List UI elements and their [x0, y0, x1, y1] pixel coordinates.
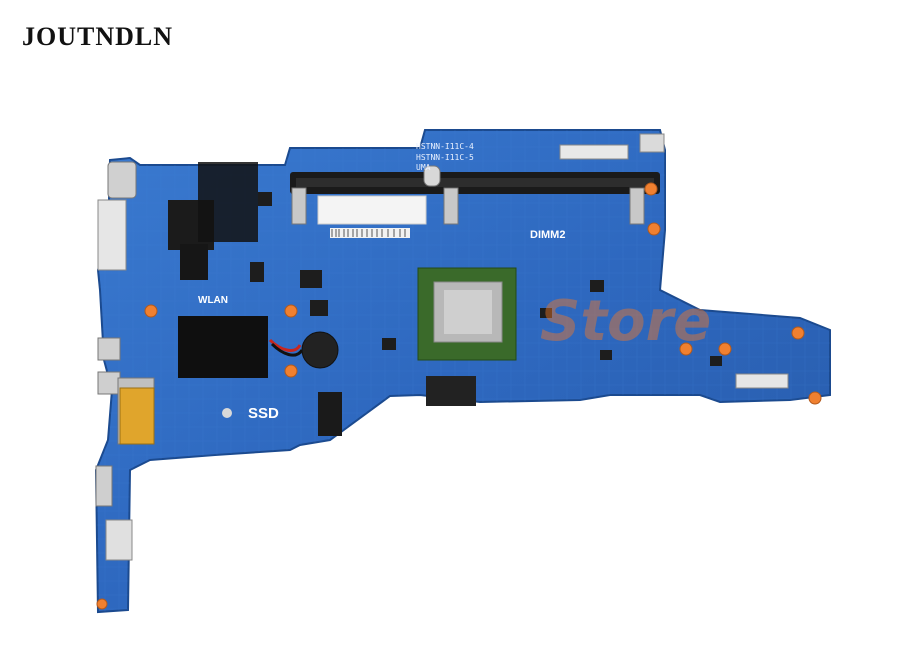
audio-jack — [107, 161, 137, 199]
usb-port-1 — [97, 337, 121, 361]
serial-sticker — [317, 195, 427, 225]
wlan-label: WLAN — [198, 295, 228, 306]
wlan-slot — [180, 244, 208, 280]
bottom-connector — [426, 376, 476, 406]
store-watermark: Store — [540, 289, 711, 354]
dimm-label: DIMM2 — [530, 229, 565, 241]
model-line-3: UMA — [416, 163, 431, 172]
model-line-2: HSTNN-I11C-5 — [416, 153, 474, 162]
display-connector — [97, 199, 127, 271]
ssd-slot — [178, 316, 268, 378]
model-line-1: HSTNN-I11C-4 — [416, 142, 474, 151]
cmos-battery — [301, 331, 339, 369]
brand-logo-text: JOUTNDLN — [22, 22, 174, 51]
ssd-label: SSD — [248, 405, 279, 422]
usb-port-2 — [97, 371, 121, 395]
gold-contacts — [119, 387, 155, 445]
